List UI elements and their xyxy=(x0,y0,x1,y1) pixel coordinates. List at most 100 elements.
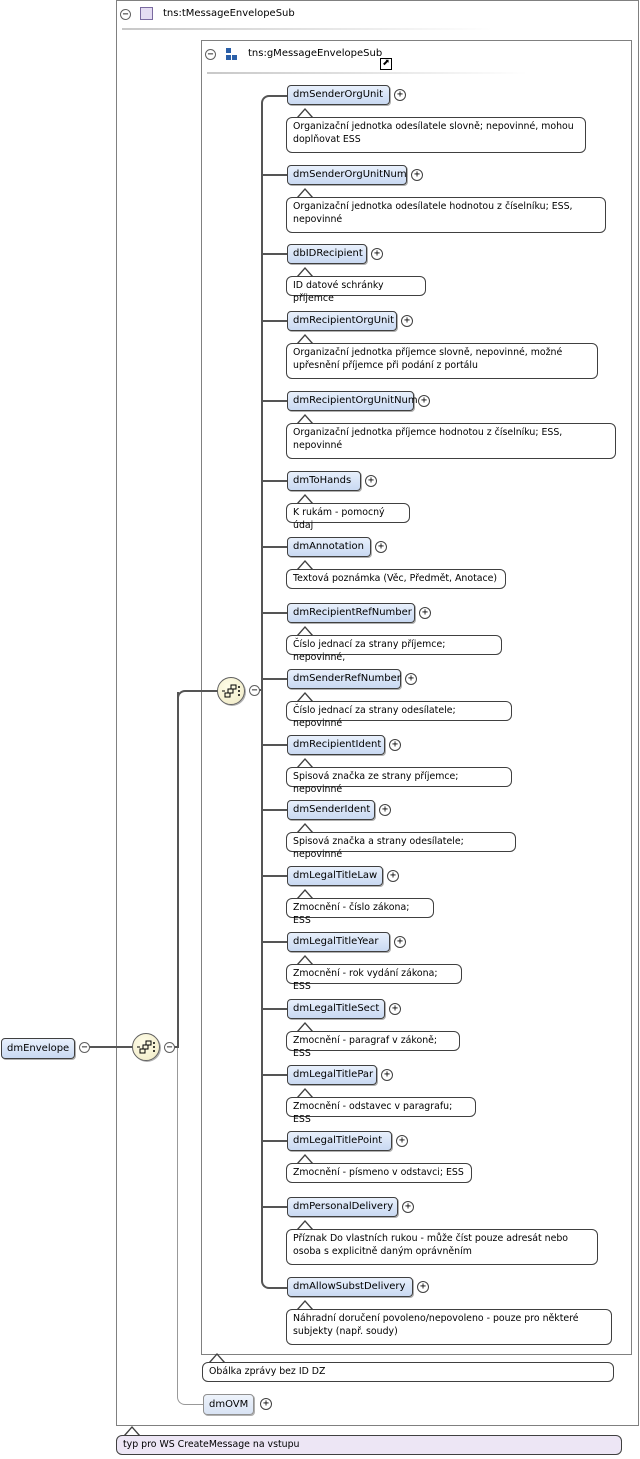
branch-line xyxy=(263,320,288,322)
collapse-group-icon[interactable]: − xyxy=(205,49,216,60)
expand-icon[interactable]: + xyxy=(379,804,391,816)
doc-pointer xyxy=(297,1220,313,1230)
element-dmSenderRefNumber[interactable]: dmSenderRefNumber xyxy=(287,669,401,689)
outer-seq-corner-top xyxy=(177,690,219,702)
element-dmSenderOrgUnit[interactable]: dmSenderOrgUnit xyxy=(287,85,390,105)
branch-line xyxy=(263,480,288,482)
doc-pointer xyxy=(297,823,313,833)
element-dmLegalTitlePoint[interactable]: dmLegalTitlePoint xyxy=(287,1131,392,1151)
element-documentation: Příznak Do vlastních rukou - může číst p… xyxy=(286,1229,598,1265)
doc-pointer xyxy=(297,334,313,344)
expand-icon[interactable]: + xyxy=(389,1003,401,1015)
expand-icon[interactable]: + xyxy=(417,1281,429,1293)
doc-pointer xyxy=(297,108,313,118)
element-dmLegalTitleLaw[interactable]: dmLegalTitleLaw xyxy=(287,866,383,886)
branch-line xyxy=(263,174,288,176)
element-documentation: Zmocnění - číslo zákona; ESS xyxy=(286,898,434,926)
outer-seq-vertical xyxy=(177,692,179,1048)
element-documentation: Organizační jednotka příjemce slovně, ne… xyxy=(286,343,598,379)
sequence-compositor-icon[interactable] xyxy=(217,677,245,705)
expand-icon[interactable]: + xyxy=(394,936,406,948)
element-dmLegalTitlePar[interactable]: dmLegalTitlePar xyxy=(287,1065,377,1085)
element-documentation: ID datové schránky příjemce xyxy=(286,276,426,304)
branch-line xyxy=(263,1140,288,1142)
collapse-outer-sequence-icon[interactable]: − xyxy=(164,1042,175,1053)
branch-line xyxy=(263,253,288,255)
branch-line xyxy=(263,546,288,548)
collapse-type-icon[interactable]: − xyxy=(120,9,131,20)
doc-pointer xyxy=(297,889,313,899)
expand-icon[interactable]: + xyxy=(381,1069,393,1081)
element-dmLegalTitleYear[interactable]: dmLegalTitleYear xyxy=(287,932,390,952)
expand-icon[interactable]: + xyxy=(418,395,430,407)
expand-icon[interactable]: + xyxy=(394,89,406,101)
group-frame xyxy=(201,40,632,1355)
inner-seq-vertical xyxy=(261,95,289,1289)
collapse-inner-sequence-icon[interactable]: − xyxy=(249,685,260,696)
expand-icon[interactable]: + xyxy=(405,673,417,685)
element-documentation: Organizační jednotka odesílatele hodnoto… xyxy=(286,197,606,233)
expand-icon[interactable]: + xyxy=(371,248,383,260)
expand-icon[interactable]: + xyxy=(402,1201,414,1213)
element-dmPersonalDelivery[interactable]: dmPersonalDelivery xyxy=(287,1197,398,1217)
expand-icon[interactable]: + xyxy=(365,475,377,487)
branch-line xyxy=(263,1206,288,1208)
element-documentation: Zmocnění - rok vydání zákona; ESS xyxy=(286,964,462,992)
expand-icon[interactable]: + xyxy=(389,739,401,751)
doc-pointer xyxy=(297,758,313,768)
reference-arrow-icon[interactable]: ⬈ xyxy=(380,58,392,70)
element-dmAnnotation[interactable]: dmAnnotation xyxy=(287,537,371,557)
group-doc-pointer xyxy=(209,1353,225,1363)
doc-pointer xyxy=(297,626,313,636)
outer-seq-branch-dmovm xyxy=(177,1048,204,1405)
branch-line xyxy=(263,809,288,811)
doc-pointer xyxy=(297,494,313,504)
element-documentation: Zmocnění - paragraf v zákoně; ESS xyxy=(286,1031,460,1059)
element-documentation: Textová poznámka (Věc, Předmět, Anotace) xyxy=(286,569,506,589)
element-dmRecipientOrgUnit[interactable]: dmRecipientOrgUnit xyxy=(287,311,397,331)
sequence-compositor-icon[interactable] xyxy=(132,1033,160,1061)
doc-pointer xyxy=(297,1300,313,1310)
branch-line xyxy=(263,744,288,746)
collapse-root-icon[interactable]: − xyxy=(79,1042,90,1053)
element-dmSenderIdent[interactable]: dmSenderIdent xyxy=(287,800,375,820)
expand-dmOVM-icon[interactable]: + xyxy=(260,1398,272,1410)
element-dmToHands[interactable]: dmToHands xyxy=(287,471,361,491)
expand-icon[interactable]: + xyxy=(401,315,413,327)
element-dmOVM[interactable]: dmOVM xyxy=(203,1394,255,1415)
expand-icon[interactable]: + xyxy=(375,541,387,553)
element-documentation: Číslo jednací za strany příjemce; nepovi… xyxy=(286,635,502,663)
element-documentation: Číslo jednací za strany odesílatele; nep… xyxy=(286,701,512,729)
element-documentation: Zmocnění - písmeno v odstavci; ESS xyxy=(286,1163,472,1183)
complex-type-header-rule xyxy=(122,28,492,30)
element-dmLegalTitleSect[interactable]: dmLegalTitleSect xyxy=(287,999,385,1019)
doc-pointer xyxy=(297,955,313,965)
element-dbIDRecipient[interactable]: dbIDRecipient xyxy=(287,244,367,264)
branch-line xyxy=(263,1074,288,1076)
doc-pointer xyxy=(297,1022,313,1032)
root-element-dmEnvelope[interactable]: dmEnvelope xyxy=(1,1038,76,1059)
expand-icon[interactable]: + xyxy=(387,870,399,882)
doc-pointer xyxy=(297,188,313,198)
type-doc-pointer xyxy=(124,1426,140,1436)
doc-pointer xyxy=(297,560,313,570)
element-dmRecipientOrgUnitNum[interactable]: dmRecipientOrgUnitNum xyxy=(287,391,418,411)
model-group-icon xyxy=(225,48,239,62)
element-documentation: Spisová značka ze strany příjemce; nepov… xyxy=(286,767,512,795)
element-dmRecipientIdent[interactable]: dmRecipientIdent xyxy=(287,735,385,755)
element-dmAllowSubstDelivery[interactable]: dmAllowSubstDelivery xyxy=(287,1277,413,1297)
expand-icon[interactable]: + xyxy=(411,169,423,181)
element-dmRecipientRefNumber[interactable]: dmRecipientRefNumber xyxy=(287,603,415,623)
root-connector xyxy=(89,1046,133,1048)
element-dmSenderOrgUnitNum[interactable]: dmSenderOrgUnitNum xyxy=(287,165,407,185)
branch-line xyxy=(263,400,288,402)
expand-icon[interactable]: + xyxy=(396,1135,408,1147)
complex-type-documentation: typ pro WS CreateMessage na vstupu xyxy=(116,1435,622,1455)
branch-line xyxy=(263,875,288,877)
complex-type-icon xyxy=(140,7,153,20)
doc-pointer xyxy=(297,267,313,277)
doc-pointer xyxy=(297,414,313,424)
expand-icon[interactable]: + xyxy=(419,607,431,619)
element-documentation: Organizační jednotka příjemce hodnotou z… xyxy=(286,423,616,459)
doc-pointer xyxy=(297,1088,313,1098)
